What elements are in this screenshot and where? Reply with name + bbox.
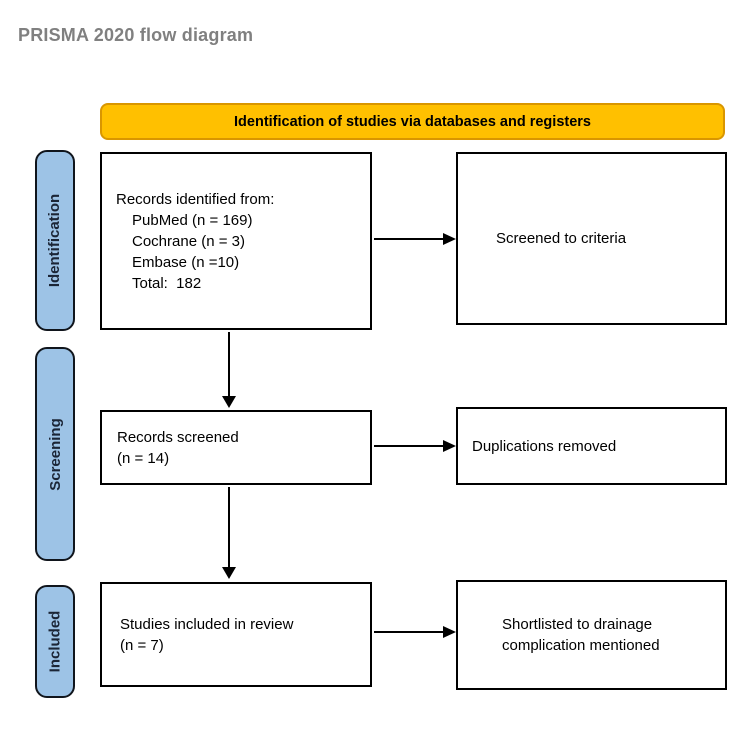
arrow-screened-to-included-head xyxy=(222,567,236,579)
records-identified-cochrane: Cochrane (n = 3) xyxy=(132,232,245,250)
records-identified-total: Total: 182 xyxy=(132,274,202,292)
arrow-identified-to-records-screened-head xyxy=(222,396,236,408)
records-identified-embase: Embase (n =10) xyxy=(132,253,240,271)
shortlisted-line2: complication mentioned xyxy=(502,637,660,654)
records-identified-heading: Records identified from: xyxy=(116,190,275,208)
arrow-screened-to-duplications-shaft xyxy=(374,445,444,447)
arrow-screened-to-duplications-head xyxy=(443,440,456,452)
records-screened-text: Records screened xyxy=(117,428,239,446)
stage-label-screening: Screening xyxy=(35,347,75,561)
arrow-identified-to-screened-shaft xyxy=(374,238,444,240)
banner-databases-registers: Identification of studies via databases … xyxy=(100,103,725,140)
arrow-included-to-shortlisted-head xyxy=(443,626,456,638)
stage-label-identification: Identification xyxy=(35,150,75,331)
stage-label-screening-text: Screening xyxy=(46,417,64,491)
box-studies-included: Studies included in review (n = 7) xyxy=(100,582,372,687)
box-duplications-removed: Duplications removed xyxy=(456,407,727,485)
box-records-screened: Records screened (n = 14) xyxy=(100,410,372,485)
box-records-identified: Records identified from: PubMed (n = 169… xyxy=(100,152,372,330)
records-identified-pubmed: PubMed (n = 169) xyxy=(132,211,253,229)
arrow-included-to-shortlisted-shaft xyxy=(374,631,444,633)
shortlisted-line1: Shortlisted to drainage xyxy=(502,616,653,633)
duplications-removed-text: Duplications removed xyxy=(472,437,617,455)
arrow-identified-to-records-screened-shaft xyxy=(228,332,230,398)
page-title: PRISMA 2020 flow diagram xyxy=(18,25,254,45)
stage-label-included: Included xyxy=(35,585,75,698)
arrow-identified-to-screened-head xyxy=(443,233,456,245)
stage-label-identification-text: Identification xyxy=(46,193,64,288)
stage-label-included-text: Included xyxy=(46,610,64,673)
records-screened-count: (n = 14) xyxy=(117,449,170,467)
arrow-screened-to-included-shaft xyxy=(228,487,230,569)
banner-label: Identification of studies via databases … xyxy=(234,113,591,130)
box-shortlisted: Shortlisted to drainage complication men… xyxy=(456,580,727,690)
box-screened-to-criteria: Screened to criteria xyxy=(456,152,727,325)
screened-to-criteria-text: Screened to criteria xyxy=(496,230,627,247)
studies-included-count: (n = 7) xyxy=(120,636,164,654)
studies-included-text: Studies included in review xyxy=(120,615,294,633)
